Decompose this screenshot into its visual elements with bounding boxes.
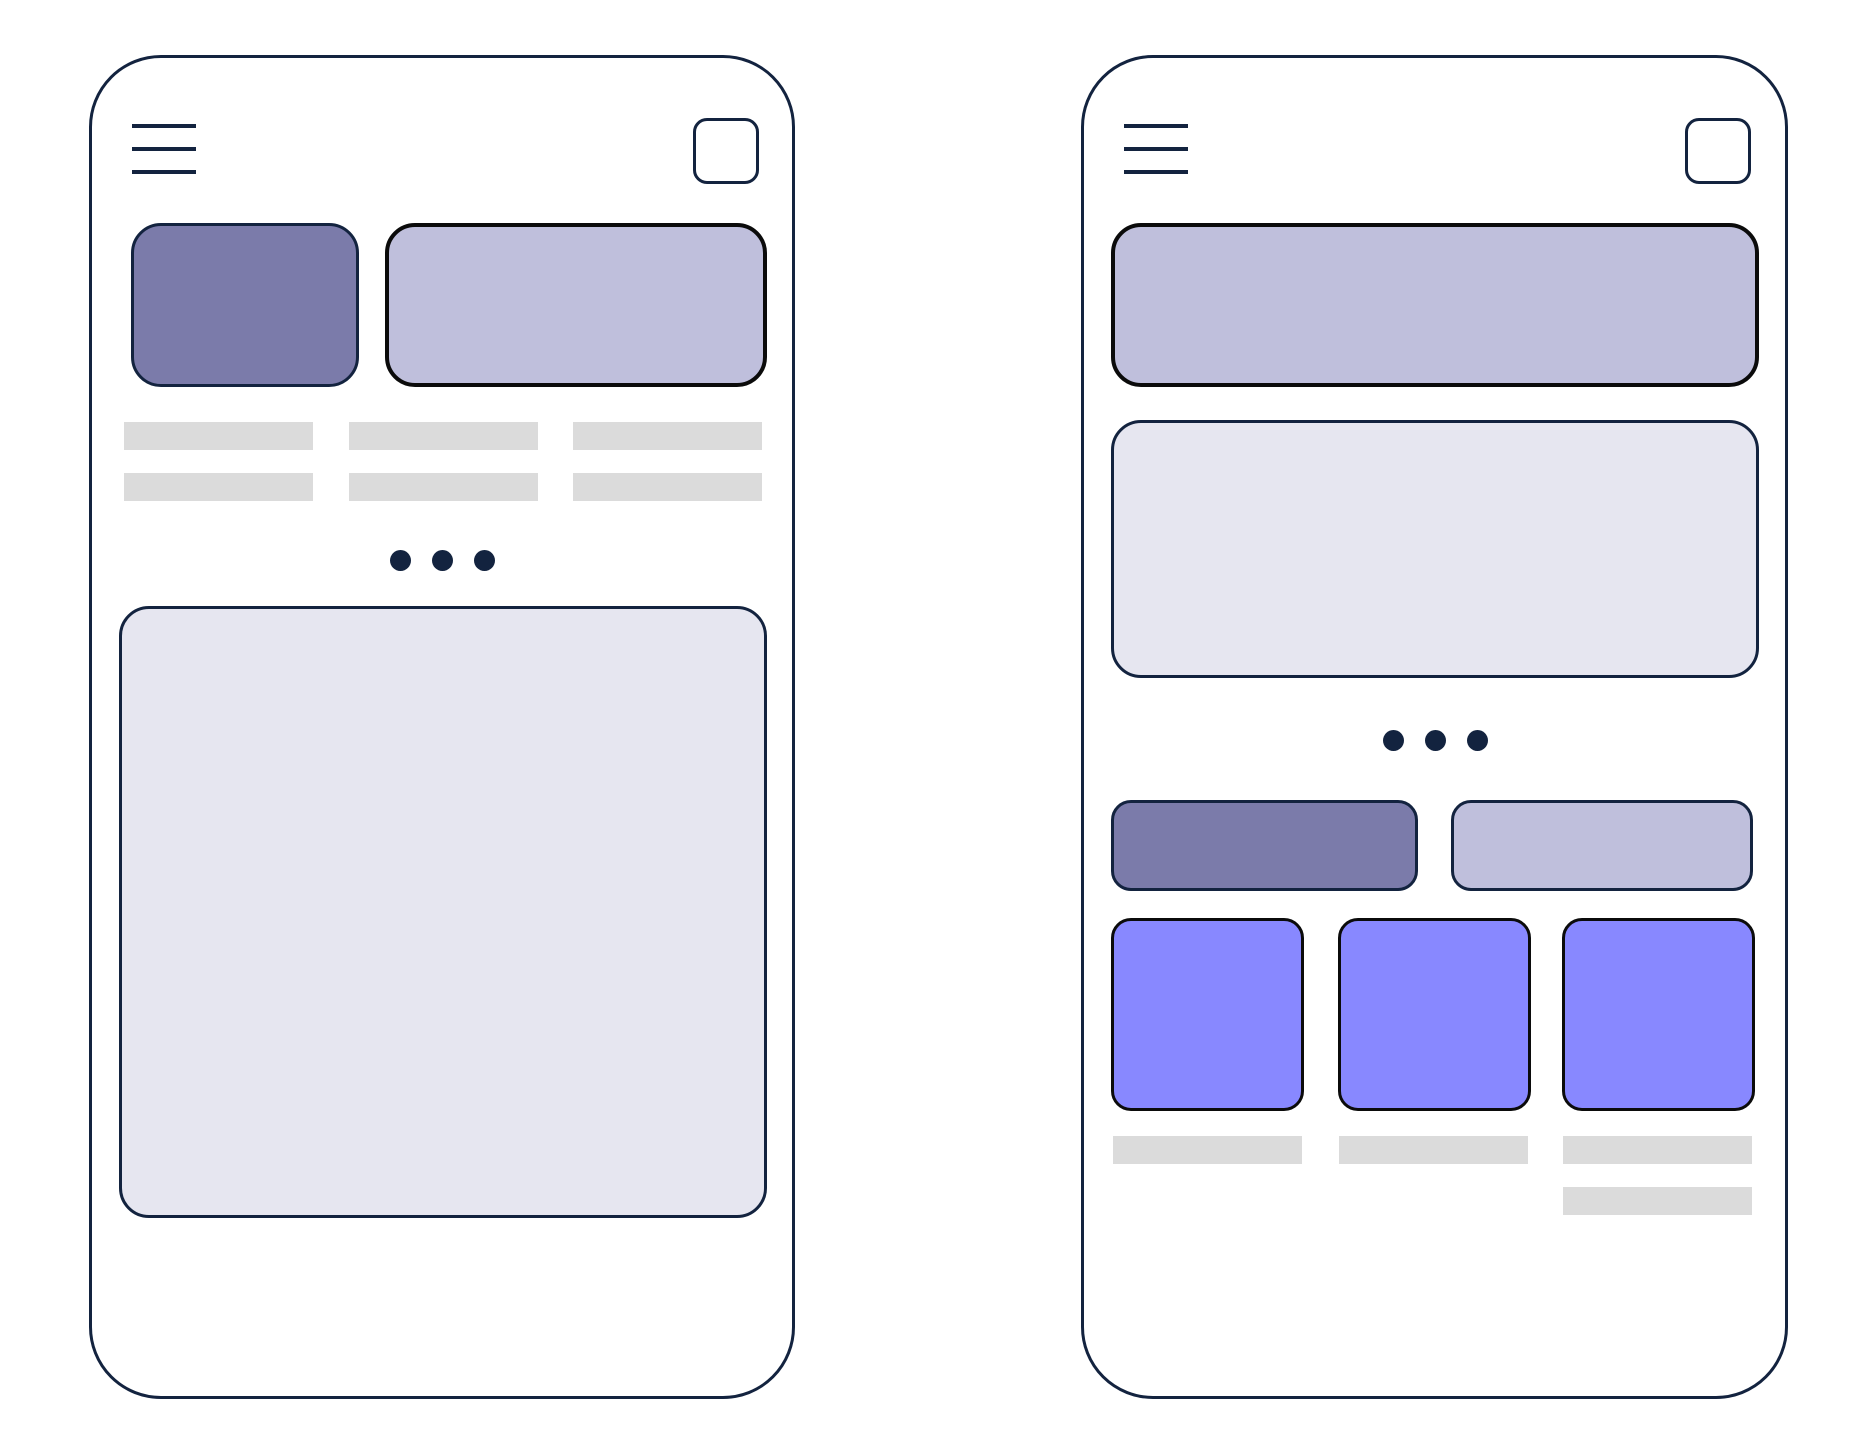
menu-line [132, 147, 196, 151]
pagination-dot[interactable] [474, 550, 495, 571]
pagination-dot[interactable] [1383, 730, 1404, 751]
menu-line [132, 170, 196, 174]
text-placeholder [1113, 1136, 1302, 1164]
text-placeholder [1563, 1187, 1752, 1215]
text-placeholder [124, 473, 313, 501]
content-panel [119, 606, 767, 1218]
text-placeholder [1563, 1136, 1752, 1164]
menu-line [1124, 170, 1188, 174]
grid-tile[interactable] [1562, 918, 1755, 1111]
hamburger-menu-icon[interactable] [132, 124, 196, 174]
text-placeholder [573, 422, 762, 450]
square-icon[interactable] [693, 118, 759, 184]
pagination-dot[interactable] [1467, 730, 1488, 751]
text-placeholder [349, 473, 538, 501]
menu-line [132, 124, 196, 128]
segment-button-dark[interactable] [1111, 800, 1418, 891]
square-icon[interactable] [1685, 118, 1751, 184]
content-panel [1111, 420, 1759, 678]
segment-button-light[interactable] [1451, 800, 1753, 891]
text-placeholder [124, 422, 313, 450]
featured-banner[interactable] [1111, 223, 1759, 387]
pagination-dot[interactable] [432, 550, 453, 571]
menu-line [1124, 124, 1188, 128]
text-placeholder [1339, 1136, 1528, 1164]
text-placeholder [573, 473, 762, 501]
featured-card-dark[interactable] [131, 223, 359, 387]
hamburger-menu-icon[interactable] [1124, 124, 1188, 174]
featured-card-light[interactable] [385, 223, 767, 387]
text-placeholder [349, 422, 538, 450]
grid-tile[interactable] [1338, 918, 1531, 1111]
grid-tile[interactable] [1111, 918, 1304, 1111]
pagination-dot[interactable] [1425, 730, 1446, 751]
pagination-dot[interactable] [390, 550, 411, 571]
menu-line [1124, 147, 1188, 151]
